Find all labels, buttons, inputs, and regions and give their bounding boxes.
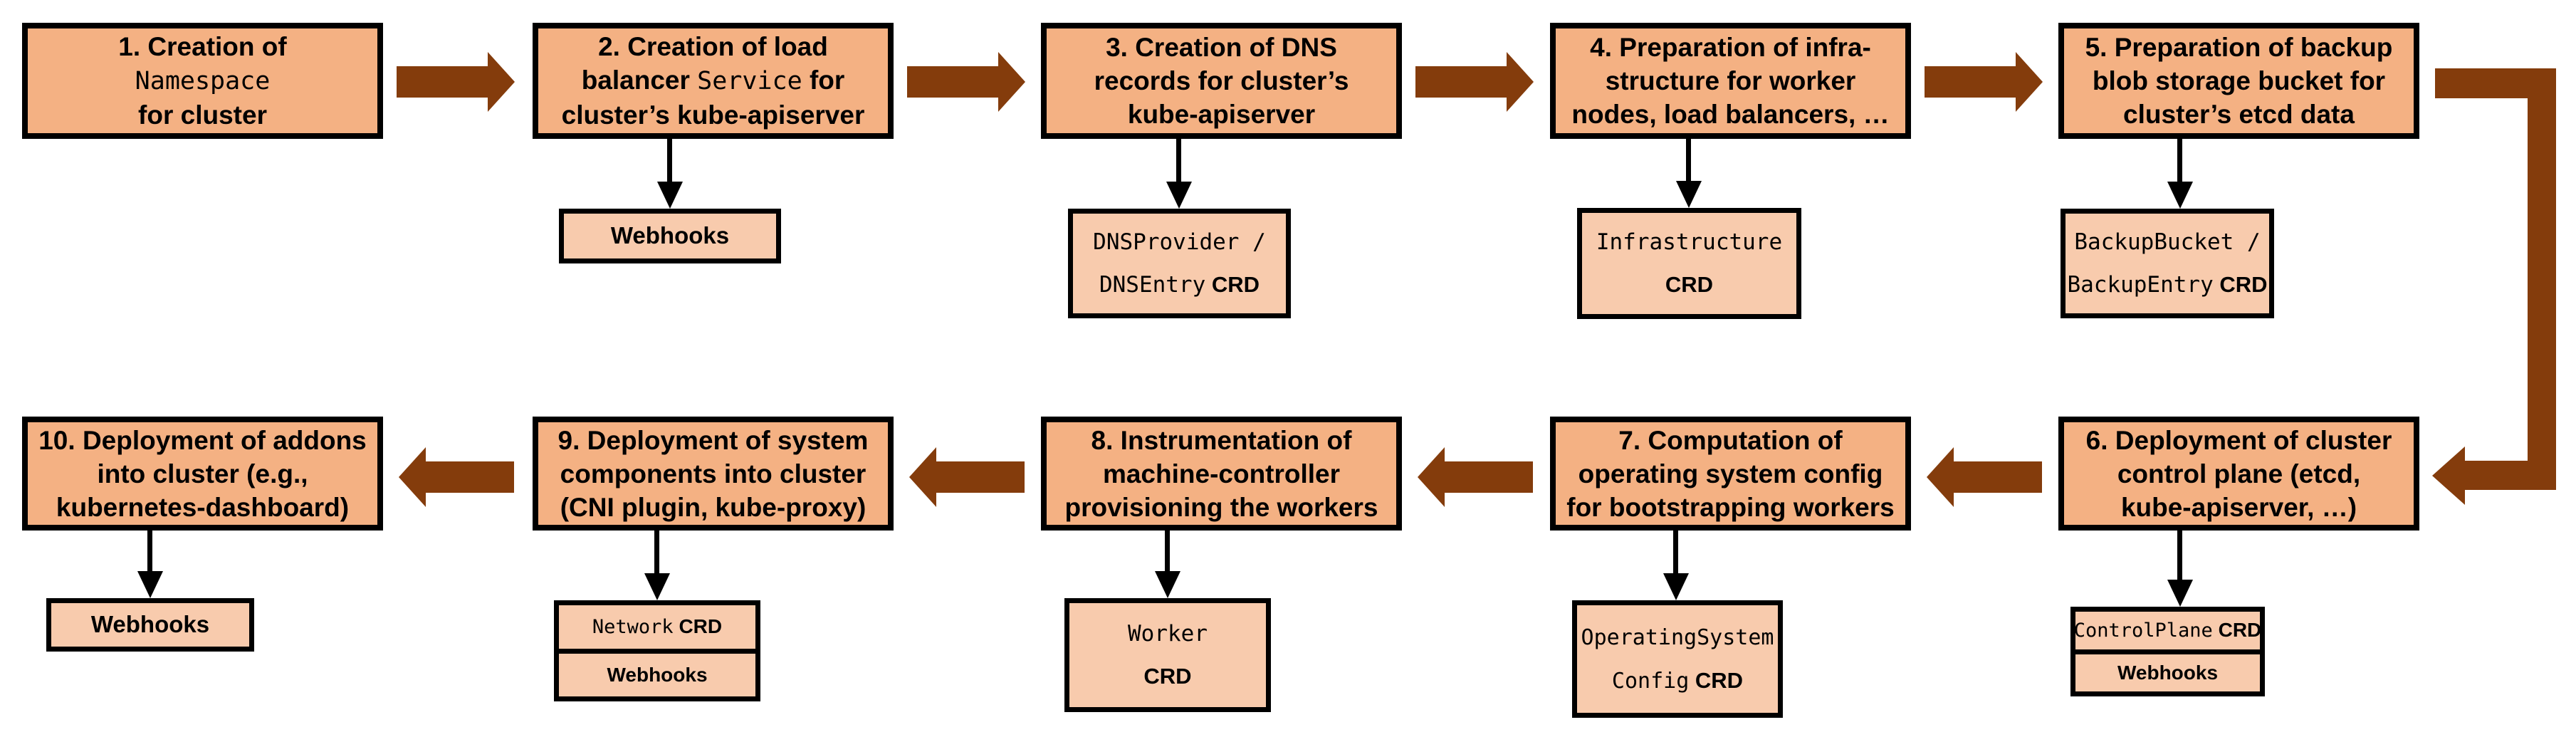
artifact-stack-step9: Network CRD Webhooks [554, 600, 760, 701]
connector-step5-backup-crd [2167, 139, 2193, 209]
artifact-box-dnsprovider-dnsentry-crd: DNSProvider /DNSEntry CRD [1068, 209, 1291, 318]
artifact-box-controlplane-crd: ControlPlane CRD [2073, 619, 2262, 642]
arrow-right-icon [2016, 52, 2043, 112]
connector-step3-dns-crd [1166, 139, 1192, 209]
arrow-left-icon [1418, 447, 1445, 507]
connector-step7-osc-crd [1663, 531, 1689, 600]
arrow-left-icon [1927, 447, 1954, 507]
arrow-right-icon [1507, 52, 1534, 112]
connector-step10-webhooks [137, 531, 163, 598]
connector-step2-webhooks [657, 139, 683, 209]
elbow-connector-vertical-bar [2528, 68, 2556, 490]
arrow-left-icon [399, 447, 426, 507]
connector-step9-network-crd [644, 531, 670, 600]
elbow-connector-bottom-bar [2465, 461, 2556, 490]
arrow-right-icon [488, 52, 515, 112]
artifact-box-backupbucket-backupentry-crd: BackupBucket /BackupEntry CRD [2061, 209, 2274, 318]
connector-step6-controlplane-crd [2167, 531, 2193, 607]
artifact-box-network-crd: Network CRD [592, 615, 723, 639]
artifact-box-webhooks-step9: Webhooks [559, 648, 755, 697]
step-box-4: 4. Preparation of infra-structure for wo… [1550, 23, 1911, 139]
connector-step4-infra-crd [1676, 139, 1702, 208]
artifact-box-webhooks-step6: Webhooks [2075, 649, 2260, 692]
arrow-right-icon [998, 52, 1025, 112]
connector-step8-worker-crd [1155, 531, 1180, 598]
artifact-stack-step6: ControlPlane CRD Webhooks [2070, 607, 2265, 696]
arrow-left-icon [2432, 446, 2465, 505]
artifact-box-webhooks-step2: Webhooks [559, 209, 781, 263]
artifact-box-webhooks-step10: Webhooks [46, 598, 254, 652]
arrow-left-icon [909, 447, 936, 507]
